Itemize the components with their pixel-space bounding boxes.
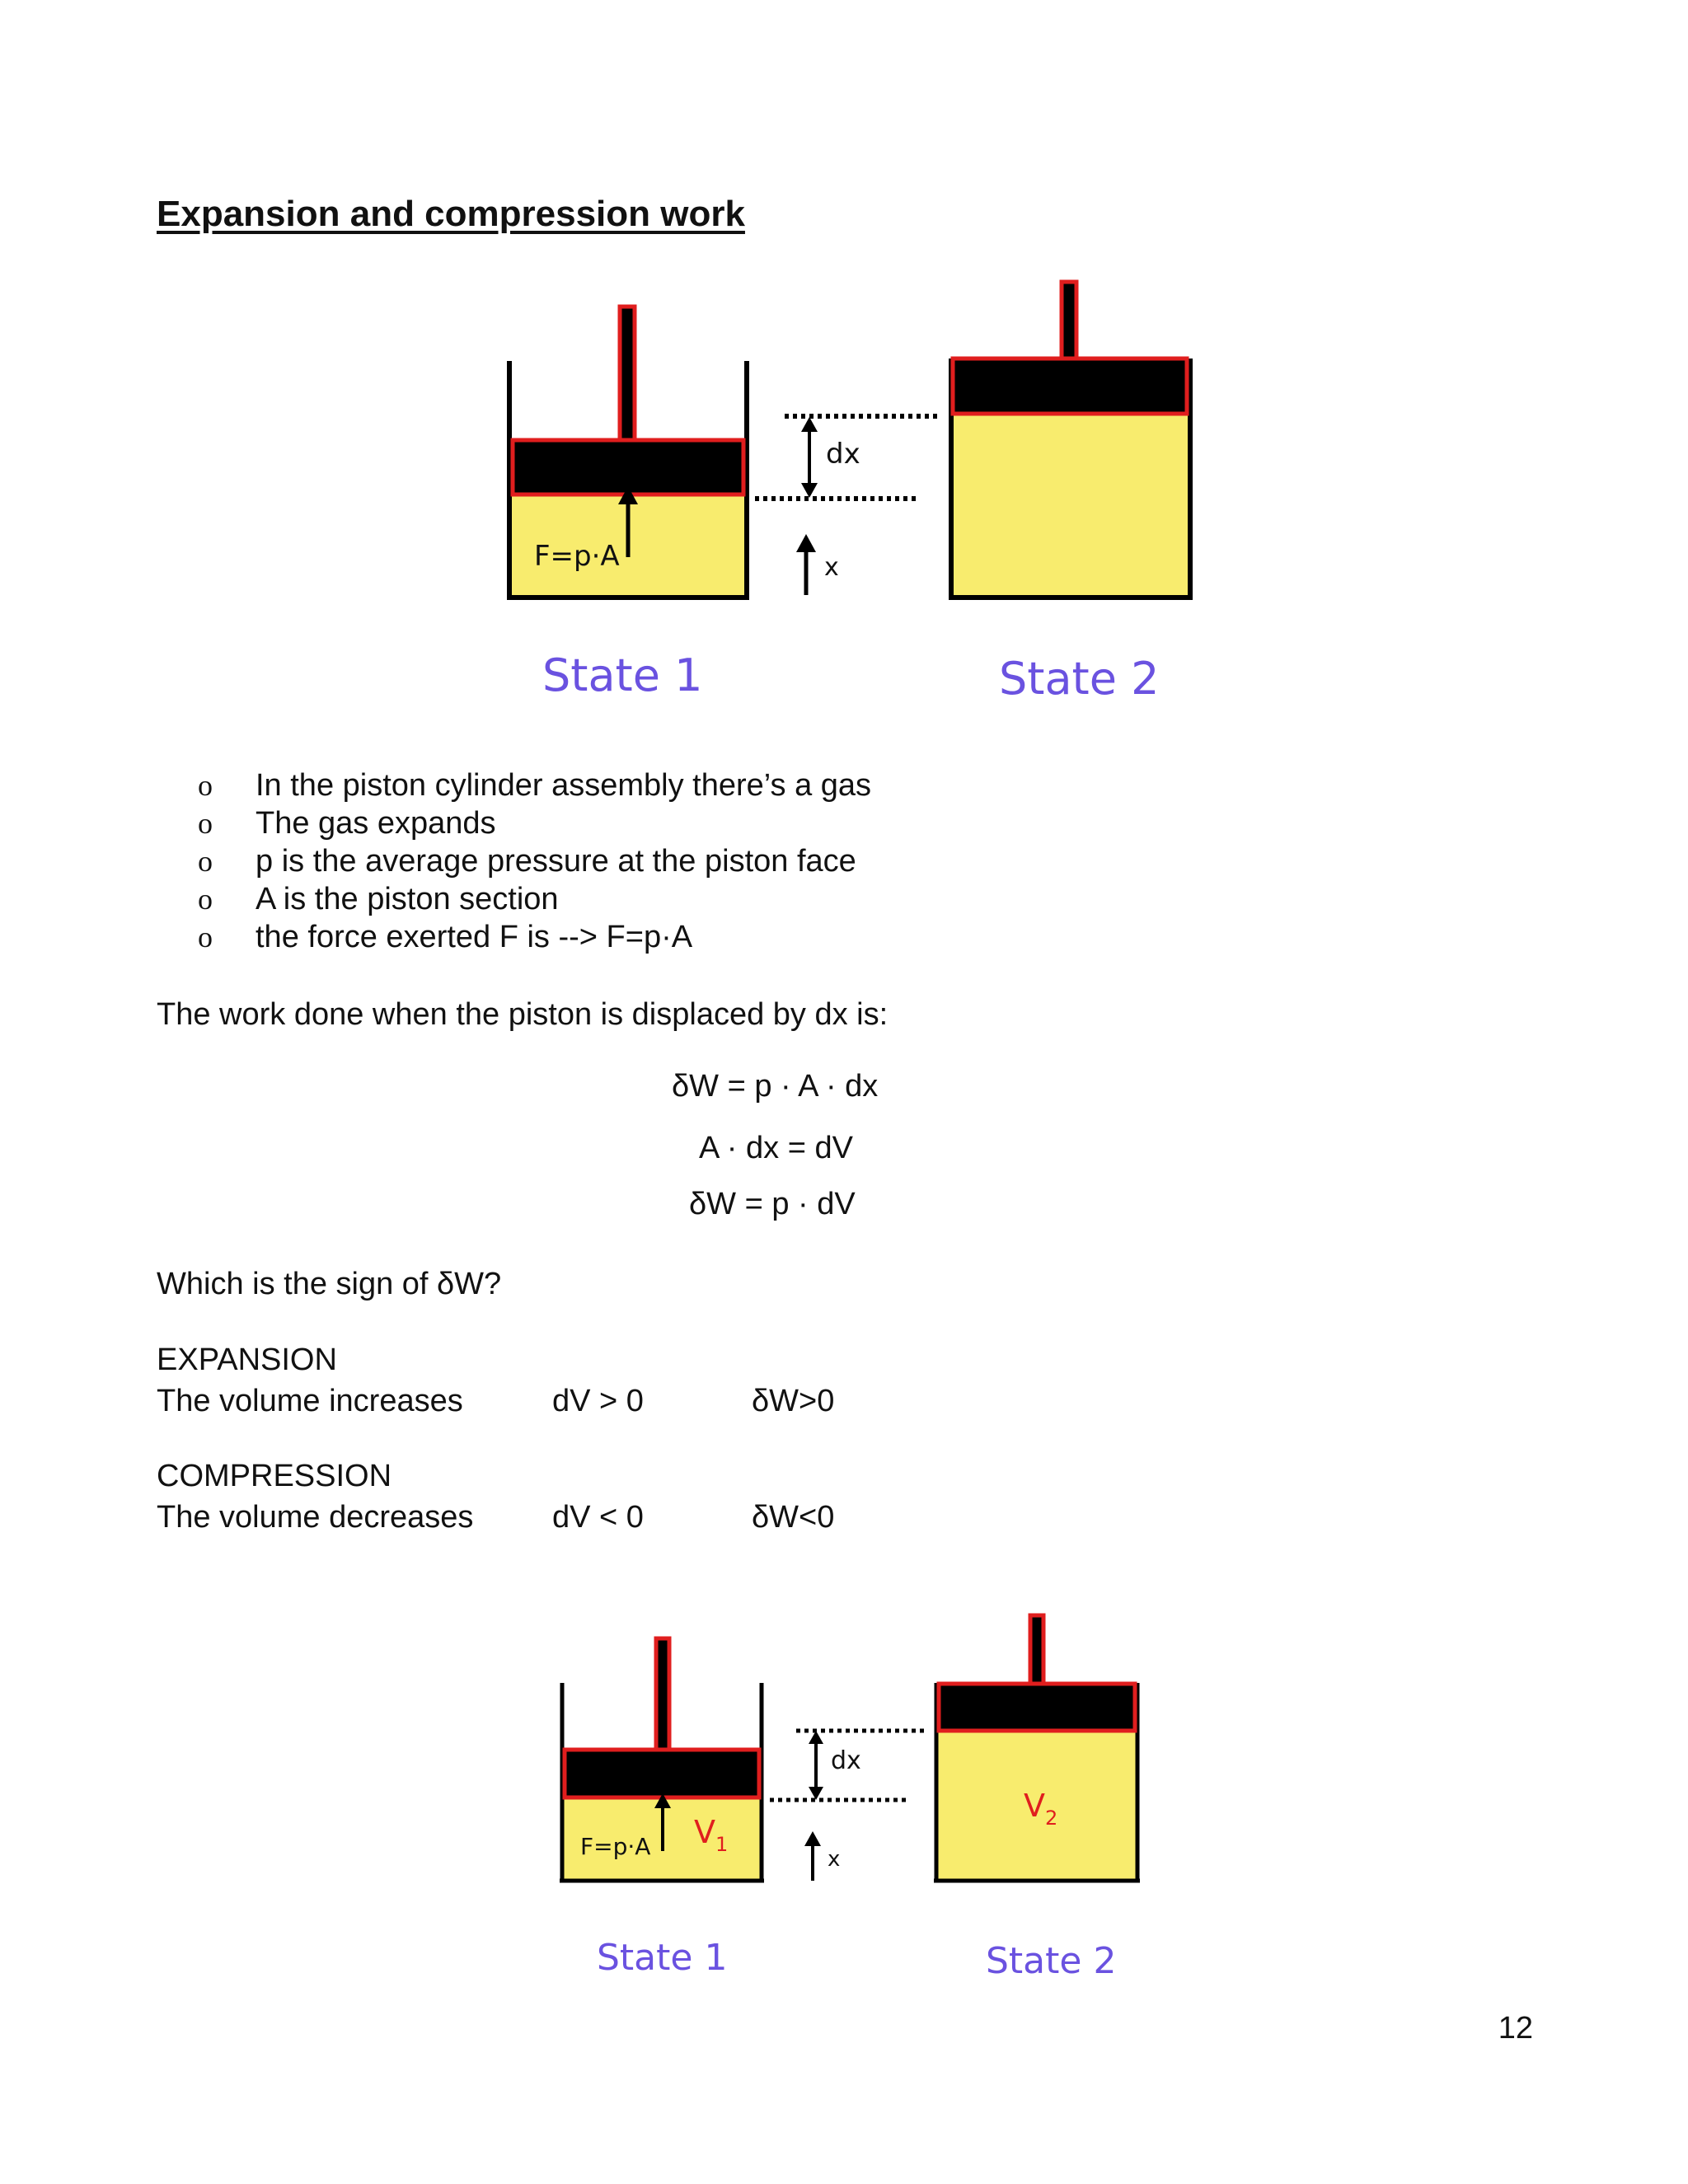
dx-arrow-head-up [801, 417, 818, 432]
gas-region [951, 414, 1190, 599]
list-item: o p is the average pressure at the piston… [198, 842, 871, 880]
state-2-label: State 2 [999, 653, 1159, 705]
v2-subscript: 2 [1045, 1807, 1057, 1830]
piston [950, 356, 1189, 416]
dx-arrow-head-down [801, 483, 818, 498]
compression-dv: dV < 0 [552, 1500, 644, 1535]
expansion-heading: EXPANSION [157, 1343, 337, 1377]
cylinder-state-2: V2 [934, 1613, 1140, 1883]
x-arrow-head [796, 534, 816, 552]
equation-work-volume: δW = p · dV [689, 1187, 856, 1221]
v1-letter: V [694, 1814, 715, 1850]
state-2-label: State 2 [986, 1940, 1116, 1982]
gas-region [936, 1731, 1137, 1881]
force-label: F=p·A [534, 540, 620, 573]
list-item: o The gas expands [198, 804, 871, 842]
force-label: F=p·A [580, 1833, 650, 1860]
piston [562, 1747, 762, 1800]
compression-heading: COMPRESSION [157, 1459, 392, 1493]
piston-rod [617, 304, 637, 443]
sign-question: Which is the sign of δW? [157, 1267, 502, 1301]
bullet-text: p is the average pressure at the piston … [256, 844, 856, 879]
page-number: 12 [1498, 2011, 1533, 2046]
x-label: x [828, 1847, 840, 1872]
force-arrow-head [618, 486, 638, 504]
piston-rod [1059, 279, 1079, 361]
piston-diagram-top: F=p·A dx x State 1 State 2 [507, 279, 1193, 705]
state-1-label: State 1 [542, 649, 702, 701]
bullet-marker: o [198, 769, 213, 802]
x-label: x [824, 553, 839, 582]
cylinder-state-1: F=p·A [507, 304, 749, 600]
list-item: o the force exerted F is --> F=p·A [198, 918, 871, 956]
bullet-marker: o [198, 845, 213, 878]
compression-dw: δW<0 [752, 1500, 835, 1535]
v1-label: V1 [694, 1814, 728, 1856]
page-title: Expansion and compression work [157, 194, 745, 234]
v2-label: V2 [1024, 1788, 1057, 1830]
expansion-dv: dV > 0 [552, 1384, 644, 1418]
dx-arrow-head-up [809, 1731, 823, 1744]
equation-work-force: δW = p · A · dx [672, 1069, 879, 1104]
bullet-text: The gas expands [256, 806, 496, 841]
state-1-label: State 1 [597, 1937, 727, 1979]
expansion-dw: δW>0 [752, 1384, 835, 1418]
piston-diagram-bottom: F=p·A V1 dx x V2 State 1 State 2 [560, 1613, 1140, 1982]
compression-description: The volume decreases [157, 1500, 474, 1535]
piston-rod [654, 1636, 672, 1752]
v2-letter: V [1024, 1788, 1045, 1824]
dx-label: dx [826, 438, 860, 471]
bullet-text: the force exerted F is --> F=p·A [256, 920, 693, 954]
dx-label: dx [831, 1746, 861, 1775]
equation-volume: A · dx = dV [699, 1131, 853, 1165]
bullet-marker: o [198, 807, 213, 840]
cylinder-state-1: F=p·A V1 [560, 1636, 764, 1883]
dx-arrow-head-down [809, 1787, 823, 1800]
x-arrow-head [804, 1831, 821, 1846]
piston-rod [1028, 1613, 1046, 1686]
bullet-list: o In the piston cylinder assembly there’s… [198, 766, 871, 956]
bullet-text: A is the piston section [256, 882, 559, 916]
list-item: o A is the piston section [198, 880, 871, 918]
bullet-marker: o [198, 883, 213, 916]
list-item: o In the piston cylinder assembly there’s… [198, 766, 871, 804]
v1-subscript: 1 [715, 1833, 728, 1856]
expansion-description: The volume increases [157, 1384, 463, 1418]
bullet-text: In the piston cylinder assembly there’s … [256, 768, 872, 803]
force-arrow-head [654, 1793, 671, 1808]
work-intro-text: The work done when the piston is displac… [157, 997, 889, 1032]
dx-indicator: dx x [770, 1728, 928, 1881]
bullet-marker: o [198, 921, 213, 954]
cylinder-state-2 [949, 279, 1193, 600]
piston [936, 1681, 1137, 1733]
dx-indicator: dx x [755, 414, 938, 595]
